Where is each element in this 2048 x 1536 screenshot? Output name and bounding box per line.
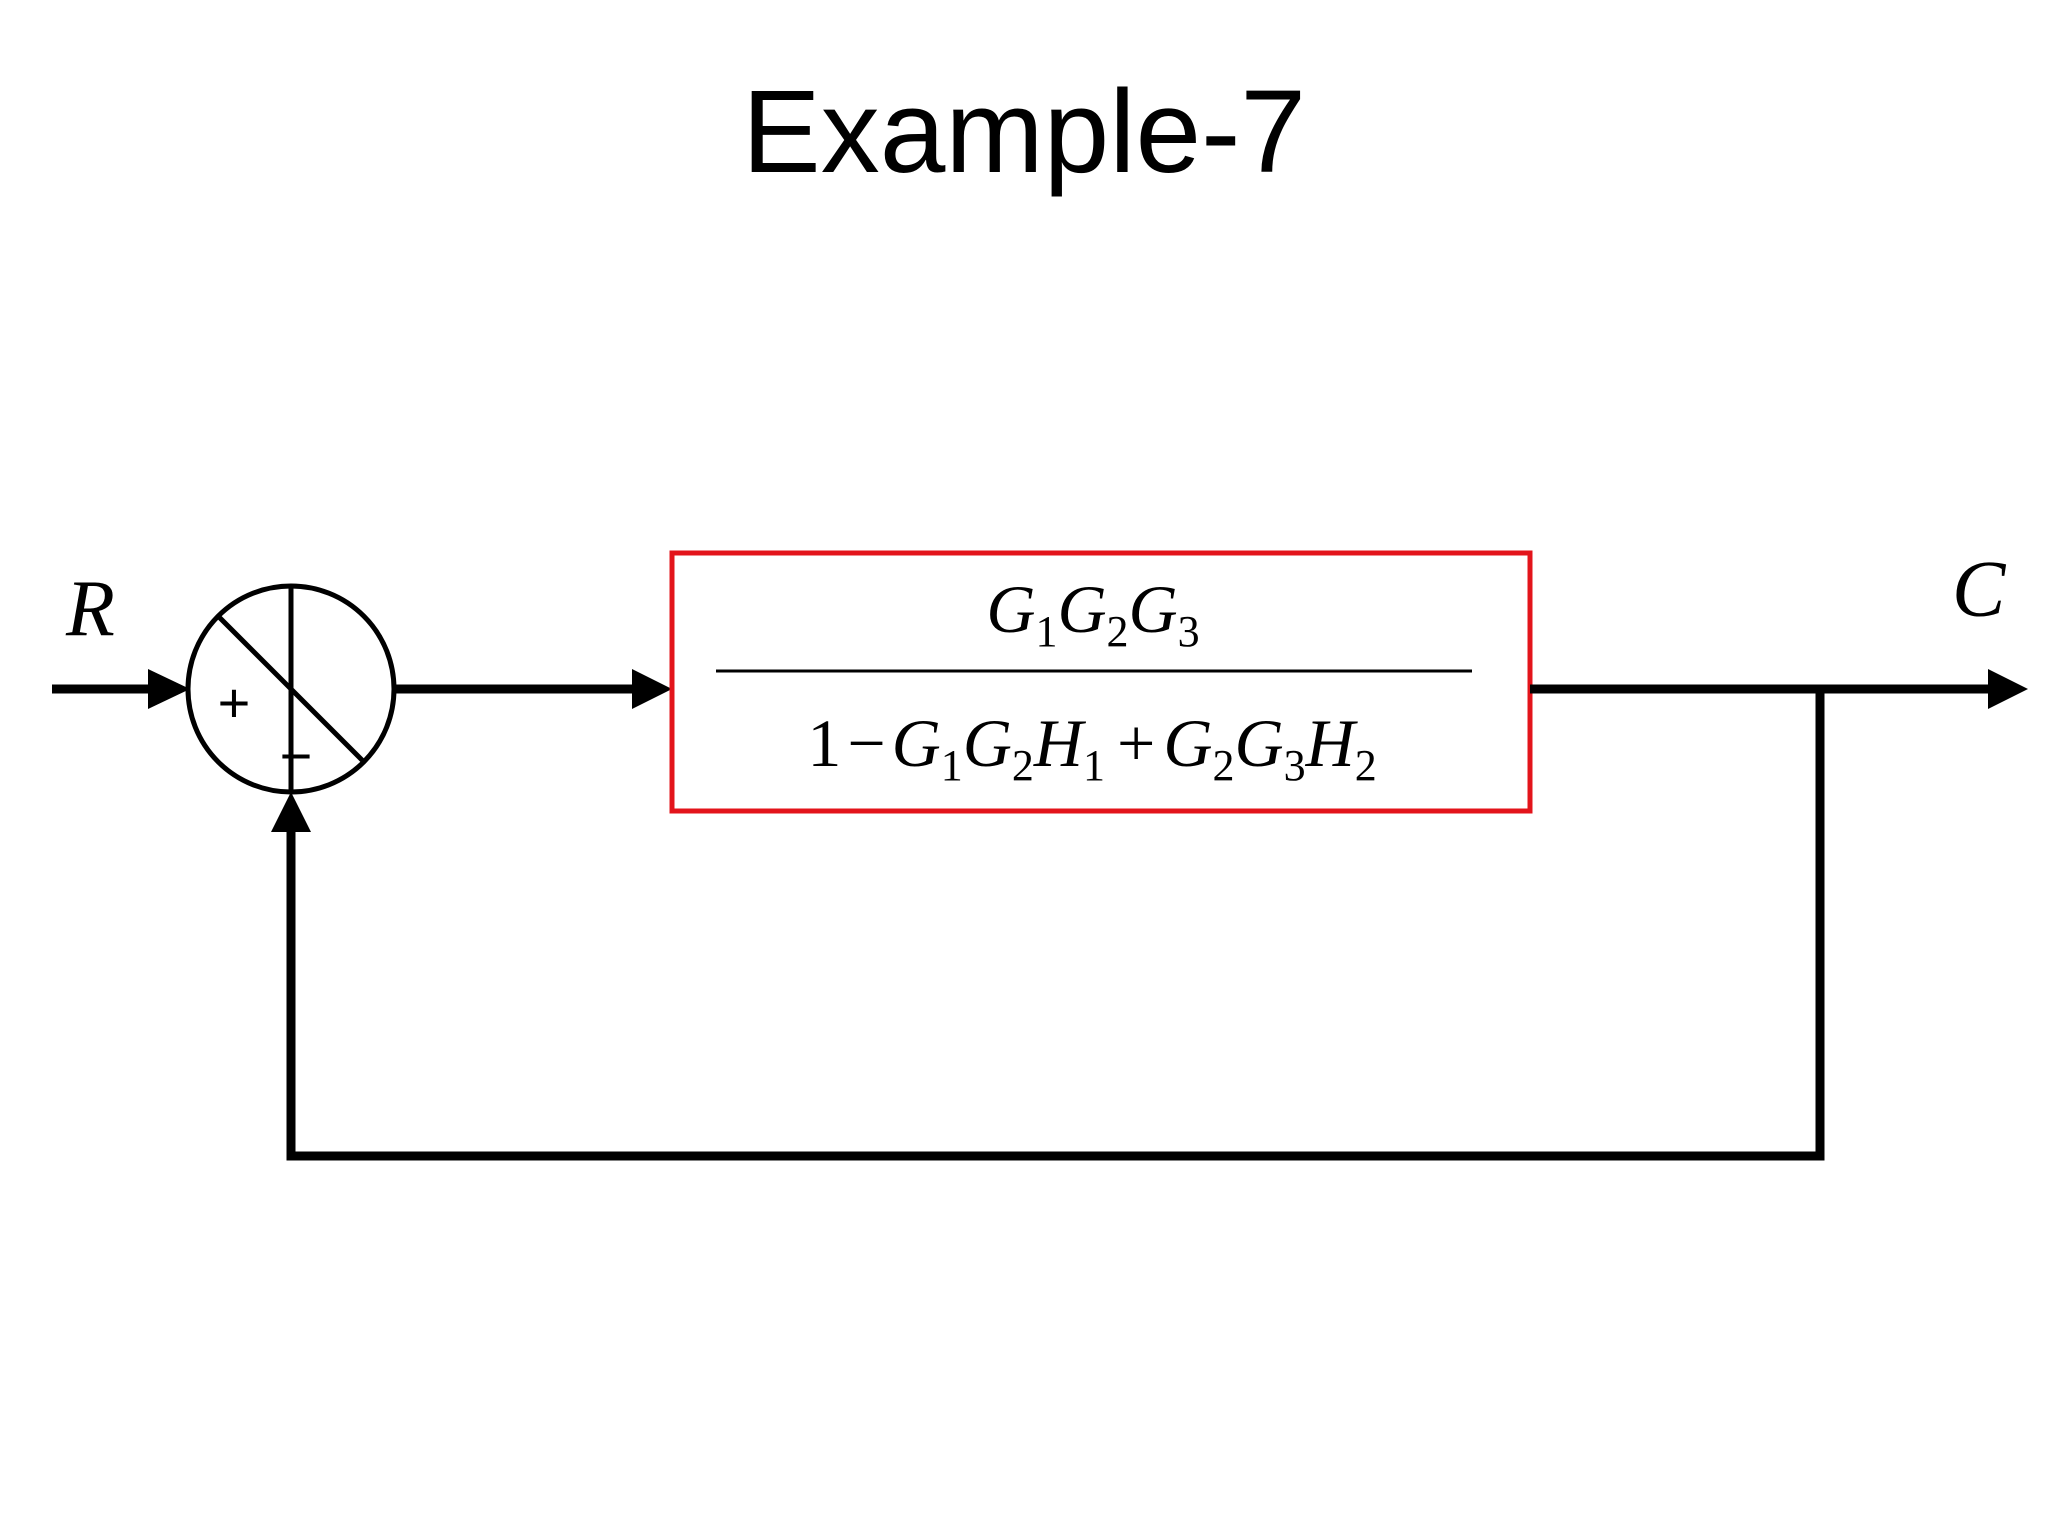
feedback-arrowhead: [271, 792, 311, 832]
denominator-term1-subscript-3: 1: [1083, 741, 1105, 790]
denominator-term1-subscript-2: 2: [1012, 741, 1034, 790]
denominator-term1-subscript-1: 1: [941, 741, 963, 790]
denominator-term1-factor-1: G: [892, 705, 941, 781]
minus-sign: −: [280, 724, 313, 787]
denominator-plus-operator: +: [1117, 705, 1155, 781]
numerator-subscript-3: 3: [1178, 607, 1200, 656]
input-arrowhead: [148, 669, 190, 709]
denominator-term1-factor-3: H: [1033, 705, 1087, 781]
numerator-subscript-1: 1: [1035, 607, 1057, 656]
output-signal-label: C: [1952, 546, 2007, 634]
feedback-path: [286, 689, 1825, 1161]
denominator-term2-subscript-1: 2: [1212, 741, 1234, 790]
slide-title: Example-7: [741, 66, 1306, 198]
denominator-leading-one: 1: [807, 705, 841, 781]
numerator-factor-1: G: [986, 571, 1035, 647]
numerator-subscript-2: 2: [1107, 607, 1129, 656]
input-signal-label: R: [65, 565, 115, 653]
numerator-expression: G1G2G3: [986, 571, 1199, 656]
denominator-term2-subscript-3: 2: [1355, 741, 1377, 790]
numerator-factor-2: G: [1057, 571, 1106, 647]
denominator-term1-factor-2: G: [963, 705, 1012, 781]
denominator-term2-factor-3: H: [1305, 705, 1359, 781]
plus-sign: +: [218, 671, 251, 734]
forward-arrowhead: [632, 669, 672, 709]
summing-junction-diagonal-divider: [216, 614, 366, 764]
output-arrowhead: [1988, 669, 2028, 709]
numerator-factor-3: G: [1129, 571, 1178, 647]
denominator-term2-factor-2: G: [1234, 705, 1283, 781]
denominator-expression: 1−G1G2H1+G2G3H2: [807, 705, 1376, 790]
transfer-function-block: [669, 550, 1533, 814]
denominator-term2-subscript-2: 3: [1284, 741, 1306, 790]
denominator-minus-operator: −: [847, 705, 885, 781]
denominator-term2-factor-1: G: [1163, 705, 1212, 781]
summing-junction: + −: [185, 583, 397, 795]
